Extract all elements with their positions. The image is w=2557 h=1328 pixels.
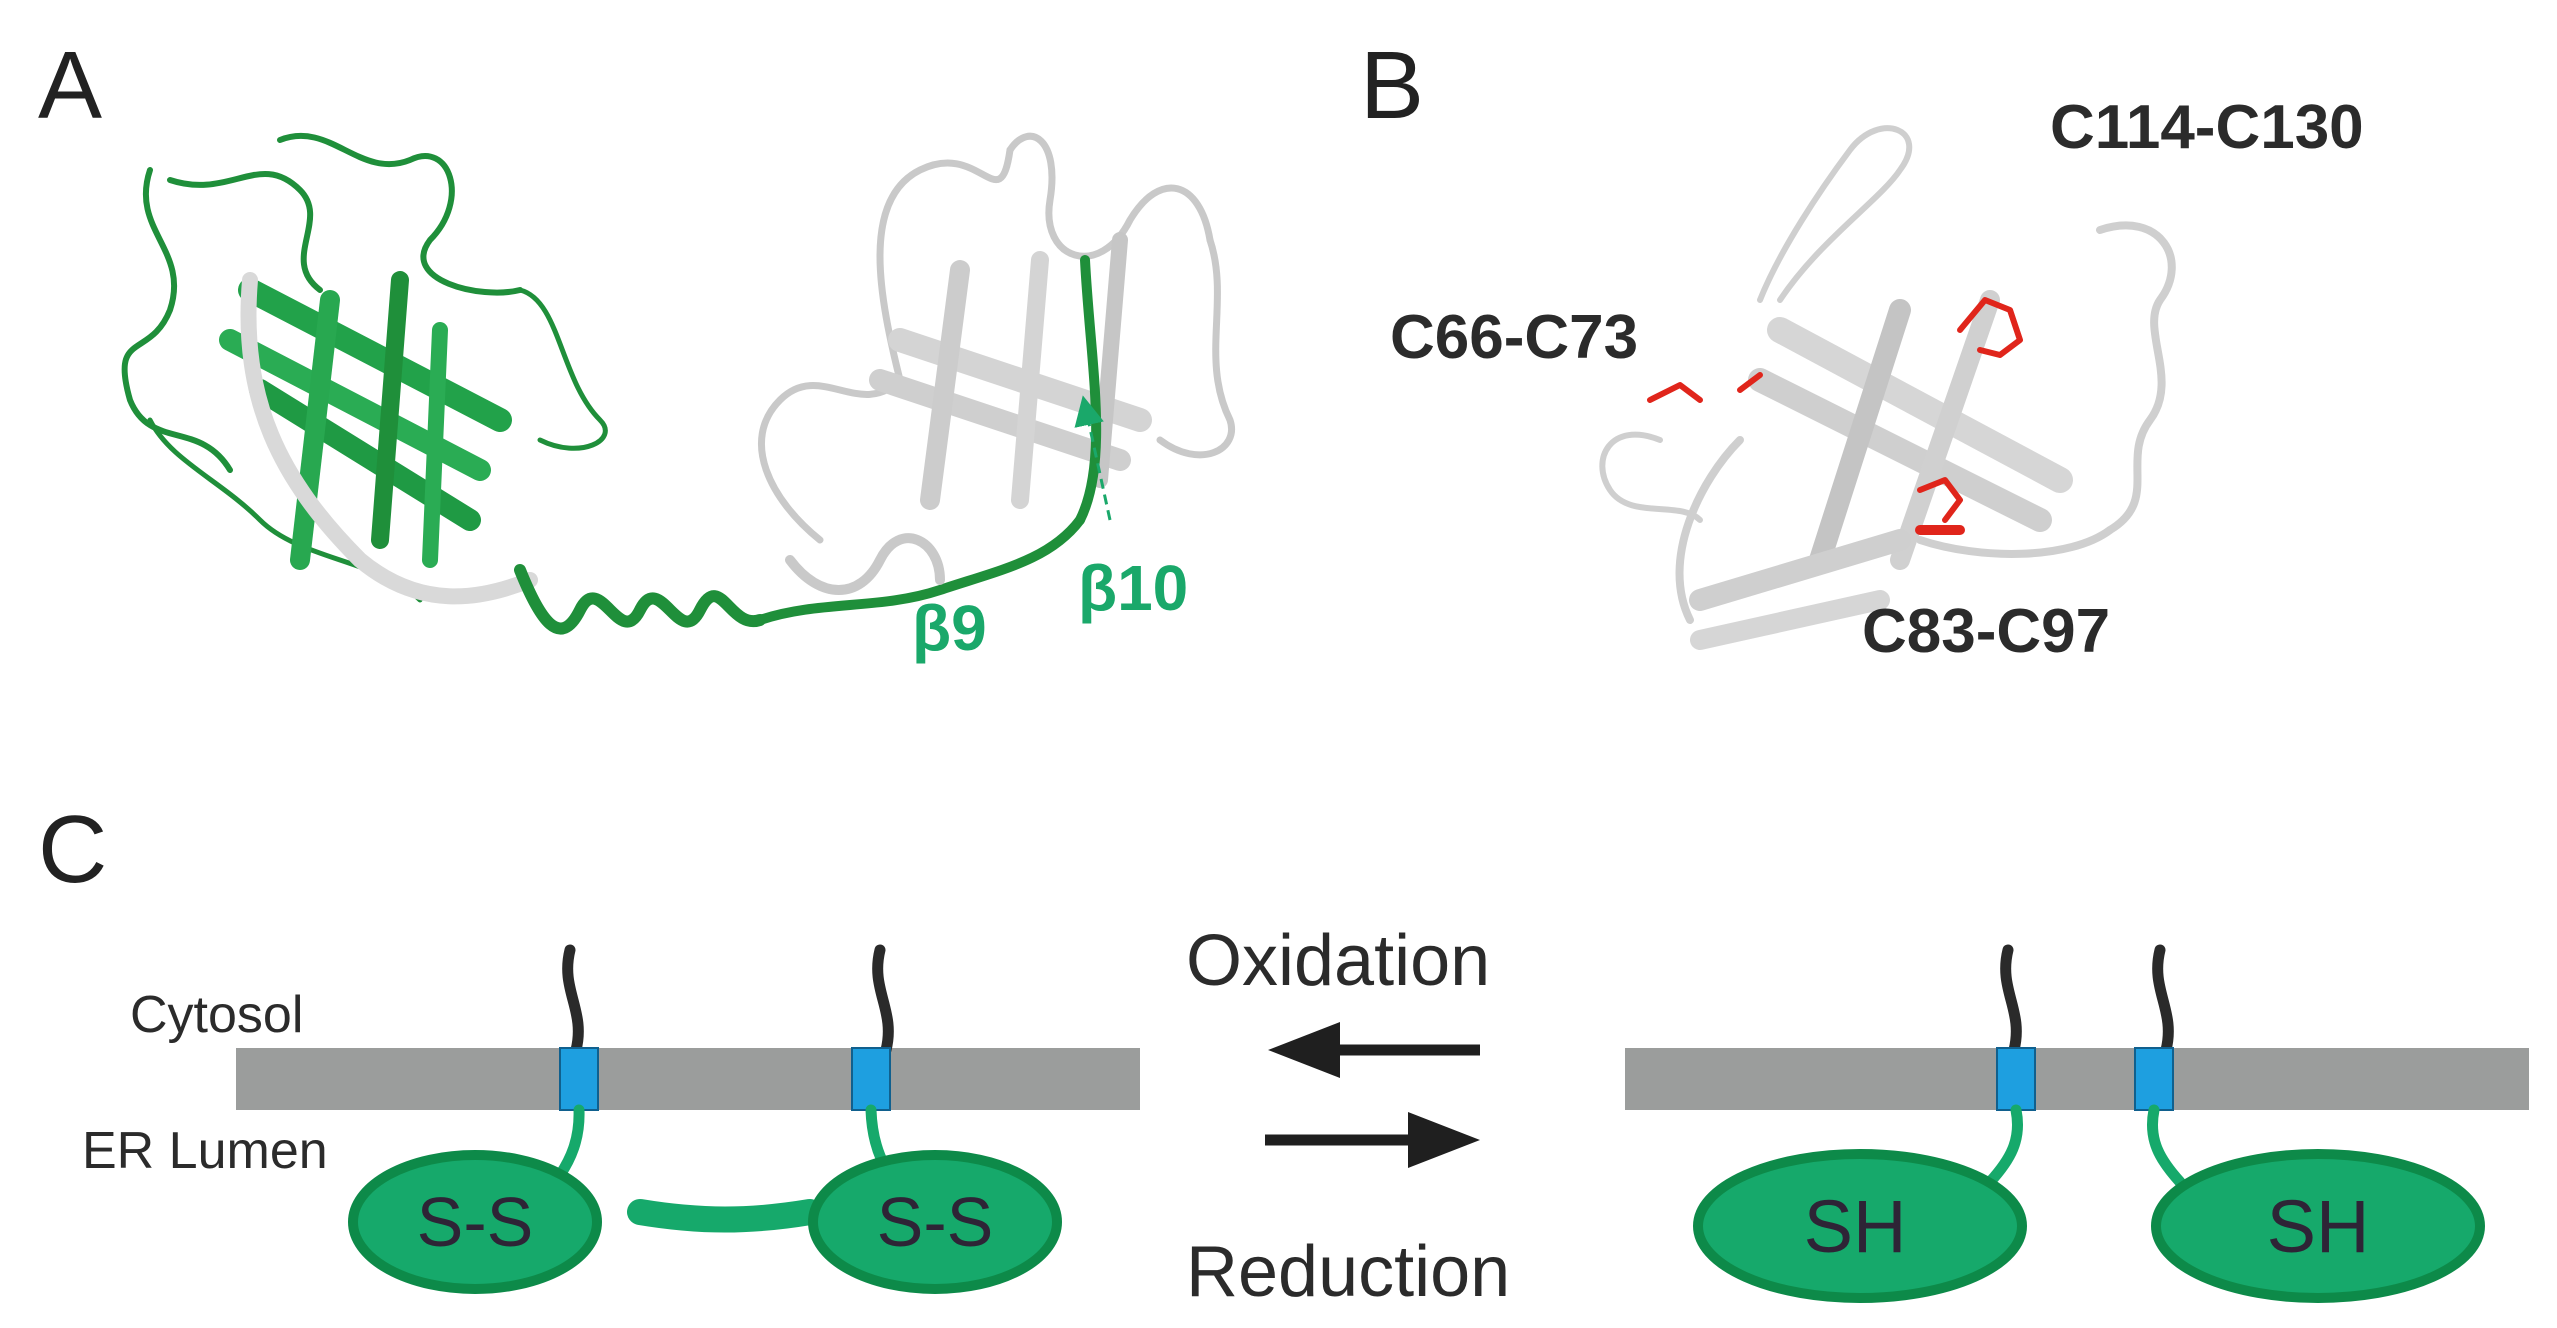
domain-label-sh-left: SH (1804, 1185, 1907, 1268)
beta9-label: β9 (912, 592, 987, 664)
oxidized-state: S-S S-S (236, 944, 1140, 1294)
intermolecular-bridge (627, 1199, 823, 1233)
tm-segment (1996, 1047, 2036, 1111)
cytosolic-tail (2000, 944, 2022, 1056)
domain-label-ss-left: S-S (417, 1183, 534, 1261)
er-lumen-label: ER Lumen (82, 1122, 328, 1180)
disulfide-c66-c73-right (1737, 372, 1763, 393)
domain-ellipse (808, 1150, 1062, 1294)
disulfide-bonds (1647, 297, 2023, 535)
membrane-right (1625, 1048, 2529, 1110)
domain-ellipse (1693, 1149, 2027, 1303)
cytosolic-tail (562, 944, 584, 1056)
reduced-state: SH SH (1625, 944, 2529, 1303)
stalk (1984, 1104, 2024, 1188)
membrane-left (236, 1048, 1140, 1110)
beta10-leader-arrow (1074, 395, 1112, 521)
panel-b-letter: B (1360, 32, 1424, 139)
panel-b-structure (1599, 125, 2176, 650)
arrow-left-head (1268, 1022, 1340, 1078)
cytosolic-tail (872, 944, 894, 1056)
panel-c: C Cytosol ER Lumen S-S S-S Oxidation Red… (38, 796, 2529, 1312)
beta10-label: β10 (1078, 552, 1188, 624)
equilibrium-arrows: Oxidation Reduction (1186, 921, 1510, 1312)
label-c83-c97: C83-C97 (1862, 597, 2110, 666)
tm-segment (559, 1047, 599, 1111)
tm-segment (851, 1047, 891, 1111)
oxidation-label: Oxidation (1186, 921, 1490, 1001)
disulfide-c114-c130 (1957, 297, 2023, 358)
panel-a: A (38, 32, 1235, 664)
domain-ellipse (2151, 1149, 2485, 1303)
cytosol-label: Cytosol (130, 986, 303, 1044)
domain-ellipse (348, 1150, 602, 1294)
label-c114-c130: C114-C130 (2050, 93, 2364, 162)
cytosolic-tail (2152, 944, 2174, 1056)
arrow-right-head (1408, 1112, 1480, 1168)
green-domain (121, 132, 1085, 635)
disulfide-c83-c97 (1917, 477, 1963, 523)
grey-domain (758, 132, 1235, 595)
label-c66-c73: C66-C73 (1390, 303, 1638, 372)
stalk (2146, 1104, 2186, 1188)
reduction-label: Reduction (1186, 1232, 1510, 1312)
panel-c-letter: C (38, 796, 107, 903)
disulfide-c66-c73-left (1647, 382, 1703, 403)
panel-b: B C114-C130 C66-C73 C83-C97 (1360, 32, 2364, 666)
panel-a-letter: A (38, 32, 102, 139)
tm-segment (2134, 1047, 2174, 1111)
stalk (554, 1104, 585, 1181)
domain-label-ss-right: S-S (877, 1183, 994, 1261)
domain-label-sh-right: SH (2267, 1185, 2370, 1268)
